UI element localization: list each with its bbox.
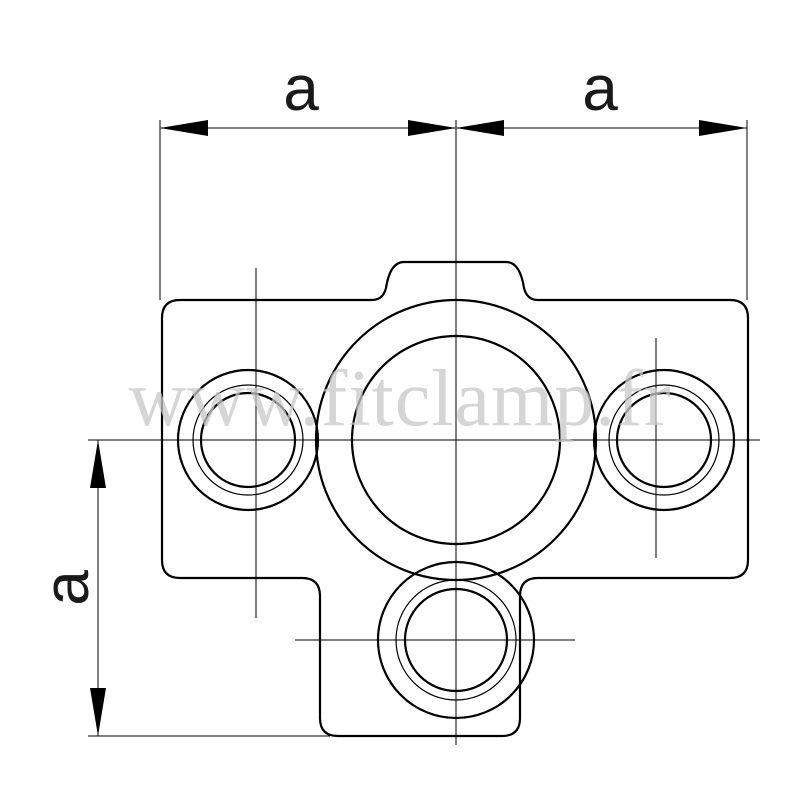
- center-lines: [88, 120, 760, 745]
- dimension-label-top-right: a: [582, 52, 618, 124]
- watermark-text: www.fitclamp.fr: [129, 355, 672, 443]
- arrow-top-left-start: [160, 120, 208, 136]
- fitting-outline: [160, 260, 750, 738]
- arrow-top-right-end: [699, 120, 747, 136]
- arrow-left-top: [90, 440, 106, 488]
- arrow-top-left-end: [408, 120, 456, 136]
- dimension-label-left: a: [30, 570, 102, 606]
- arrow-left-bottom: [90, 688, 106, 736]
- arrow-top-right-start: [456, 120, 504, 136]
- dimension-lines: [88, 120, 748, 737]
- dimension-label-top-left: a: [283, 52, 319, 124]
